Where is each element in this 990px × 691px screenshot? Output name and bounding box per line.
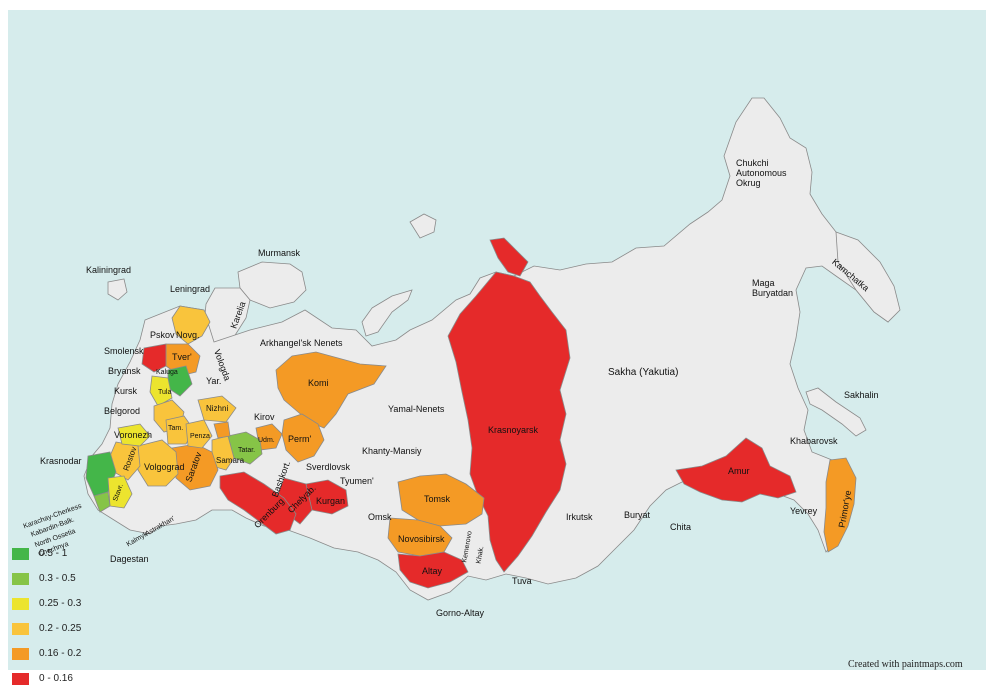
label-perm: Perm' bbox=[288, 434, 312, 444]
region-kaliningrad bbox=[107, 278, 128, 301]
label-kursk: Kursk bbox=[114, 386, 138, 396]
label-kaluga: Kaluga bbox=[156, 369, 178, 376]
region-voronezh bbox=[117, 423, 151, 447]
legend-swatch bbox=[12, 622, 29, 635]
legend-swatch bbox=[12, 547, 29, 560]
label-sakha: Sakha (Yakutia) bbox=[608, 367, 679, 378]
legend-swatch bbox=[12, 597, 29, 610]
label-nenets: Nenets bbox=[314, 338, 343, 348]
label-tyumen: Tyumen' bbox=[340, 476, 374, 486]
legend-swatch bbox=[12, 647, 29, 660]
label-amur: Amur bbox=[728, 466, 750, 476]
legend-item-2: 0.25 - 0.3 bbox=[12, 591, 81, 616]
legend-label: 0.3 - 0.5 bbox=[39, 573, 76, 584]
label-samara: Samara bbox=[216, 456, 245, 465]
label-kirov: Kirov bbox=[254, 412, 275, 422]
legend-label: 0.25 - 0.3 bbox=[39, 598, 82, 609]
region-sakhalin bbox=[805, 387, 867, 437]
label-maga: Maga Buryatdan bbox=[752, 278, 794, 298]
label-irkutsk: Irkutsk bbox=[566, 512, 593, 522]
region-altay bbox=[397, 551, 469, 589]
label-tver: Tver' bbox=[172, 352, 192, 362]
label-tuva: Tuva bbox=[512, 576, 532, 586]
label-chita: Chita bbox=[670, 522, 692, 532]
legend-swatch bbox=[12, 572, 29, 585]
region-volgograd bbox=[137, 439, 179, 487]
legend-label: 0.2 - 0.25 bbox=[39, 623, 82, 634]
label-yevrey: Yevrey bbox=[790, 506, 818, 516]
island-franz-josef bbox=[409, 213, 437, 239]
label-kaliningrad: Kaliningrad bbox=[86, 265, 132, 275]
label-altay: Altay bbox=[422, 566, 443, 576]
region-perm bbox=[281, 413, 325, 463]
label-pskov: Pskov bbox=[150, 330, 175, 340]
label-belgorod: Belgorod bbox=[104, 406, 141, 416]
label-buryat: Buryat bbox=[624, 510, 651, 520]
label-voronezh: Voronezh bbox=[114, 430, 153, 440]
label-krasnoyarsk: Krasnoyarsk bbox=[488, 425, 539, 435]
label-arkhangelsk: Arkhangel'sk bbox=[260, 338, 312, 348]
label-komi: Komi bbox=[308, 378, 329, 388]
label-kurgan: Kurgan bbox=[316, 496, 346, 506]
map-legend: 0.5 - 1 0.3 - 0.5 0.25 - 0.3 0.2 - 0.25 … bbox=[12, 541, 81, 691]
label-omsk: Omsk bbox=[368, 512, 392, 522]
label-tambov: Tam. bbox=[168, 425, 184, 432]
region-chuvash bbox=[213, 421, 231, 439]
label-leningrad: Leningrad bbox=[170, 284, 211, 294]
legend-item-1: 0.3 - 0.5 bbox=[12, 566, 81, 591]
label-sverdlovsk: Sverdlovsk bbox=[306, 462, 351, 472]
region-smolensk bbox=[141, 343, 167, 373]
region-orenburg bbox=[219, 471, 297, 535]
island-novaya-zemlya bbox=[361, 289, 413, 337]
label-volgograd: Volgograd bbox=[144, 462, 185, 472]
label-murmansk: Murmansk bbox=[258, 248, 301, 258]
label-tatar: Tatar. bbox=[238, 447, 256, 454]
label-yamal: Yamal-Nenets bbox=[388, 404, 445, 414]
legend-item-3: 0.2 - 0.25 bbox=[12, 616, 81, 641]
region-penza bbox=[185, 419, 213, 449]
island-severnaya-zemlya bbox=[489, 237, 529, 277]
label-gorno-altay: Gorno-Altay bbox=[436, 608, 485, 618]
region-leningrad bbox=[171, 305, 211, 345]
label-nizhni: Nizhni bbox=[206, 404, 229, 413]
label-tomsk: Tomsk bbox=[424, 494, 451, 504]
label-sakhalin: Sakhalin bbox=[844, 390, 879, 400]
label-smolensk: Smolensk bbox=[104, 346, 144, 356]
region-primorye bbox=[823, 457, 857, 553]
label-dagestan: Dagestan bbox=[110, 554, 149, 564]
label-udmurt: Udm. bbox=[258, 437, 275, 444]
label-khabarovsk: Khabarovsk bbox=[790, 436, 838, 446]
region-nizhni bbox=[197, 395, 237, 423]
label-chukchi: Chukchi Autonomous Okrug bbox=[736, 158, 787, 188]
region-karachay-cherkess bbox=[93, 491, 111, 513]
label-penza: Penza bbox=[190, 433, 210, 440]
label-yaroslavl: Yar. bbox=[206, 376, 222, 386]
region-kamchatka-peninsula bbox=[835, 231, 901, 323]
legend-item-4: 0.16 - 0.2 bbox=[12, 641, 81, 666]
label-novgorod: Novg. bbox=[176, 330, 200, 340]
label-novosibirsk: Novosibirsk bbox=[398, 534, 445, 544]
label-khanty: Khanty-Mansiy bbox=[362, 446, 422, 456]
credit-text: Created with paintmaps.com bbox=[848, 659, 963, 670]
label-krasnodar: Krasnodar bbox=[40, 456, 82, 466]
region-amur bbox=[675, 437, 797, 503]
region-tomsk bbox=[397, 473, 485, 527]
legend-label: 0.5 - 1 bbox=[39, 548, 68, 559]
region-komi bbox=[275, 351, 387, 429]
legend-label: 0.16 - 0.2 bbox=[39, 648, 82, 659]
legend-item-0: 0.5 - 1 bbox=[12, 541, 81, 566]
label-tula: Tula bbox=[158, 389, 172, 396]
label-bryansk: Bryansk bbox=[108, 366, 141, 376]
